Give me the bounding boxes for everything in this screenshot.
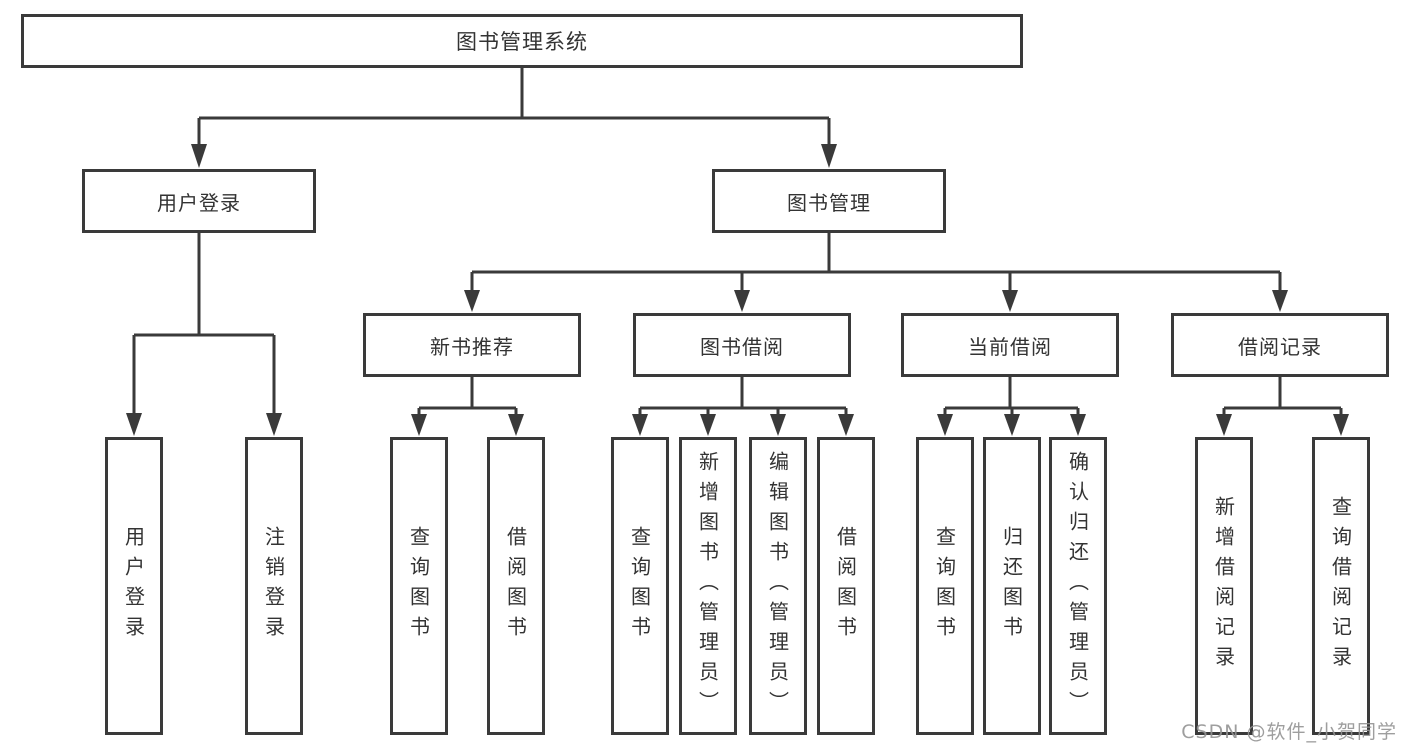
leaf-edit-books-admin: 编辑图书（管理员） [749,437,807,735]
leaf-user-login: 用户登录 [105,437,163,735]
leaf-query-books-current: 查询图书 [916,437,974,735]
leaf-logout: 注销登录 [245,437,303,735]
node-current-borrow: 当前借阅 [901,313,1119,377]
node-new-book-recommend: 新书推荐 [363,313,581,377]
csdn-watermark: CSDN @软件_小贺同学 [1181,721,1397,743]
leaf-add-books-admin: 新增图书（管理员） [679,437,737,735]
leaf-borrow-books-recommend: 借阅图书 [487,437,545,735]
arrowheads [126,144,1349,436]
leaf-confirm-return-admin: 确认归还（管理员） [1049,437,1107,735]
leaf-borrow-books: 借阅图书 [817,437,875,735]
leaf-return-books: 归还图书 [983,437,1041,735]
leaf-add-borrow-record: 新增借阅记录 [1195,437,1253,735]
leaf-query-books-recommend: 查询图书 [390,437,448,735]
node-user-login: 用户登录 [82,169,316,233]
node-borrow-records: 借阅记录 [1171,313,1389,377]
node-book-borrow: 图书借阅 [633,313,851,377]
leaf-query-books-borrow: 查询图书 [611,437,669,735]
node-book-management: 图书管理 [712,169,946,233]
node-library-system: 图书管理系统 [21,14,1023,68]
leaf-query-borrow-record: 查询借阅记录 [1312,437,1370,735]
